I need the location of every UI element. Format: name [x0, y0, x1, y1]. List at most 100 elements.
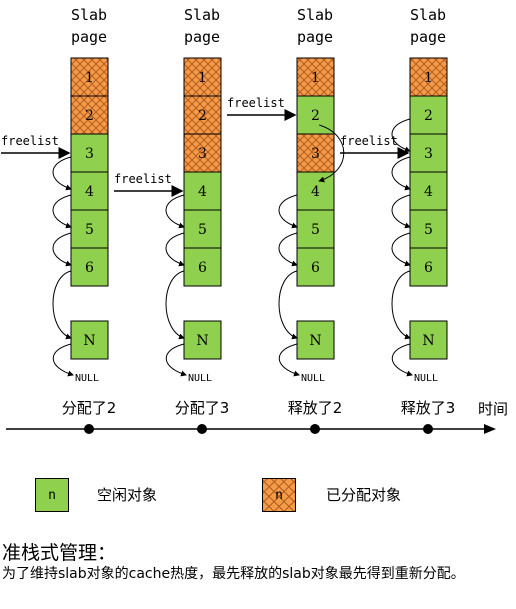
slab-cell-free [70, 247, 109, 287]
slab-cell-allocated [183, 133, 222, 173]
freelist-label: freelist [1, 134, 59, 148]
operation-label-4: 释放了3 [400, 399, 456, 417]
slab-cell-label: 6 [198, 260, 207, 276]
freelist-link [52, 194, 72, 229]
slab-title-line1: Slab [296, 6, 334, 24]
slab-diagram-svg: 123456NNULL123456NNULL123456NNULL123456N… [1, 57, 448, 384]
freelist-link [165, 194, 185, 229]
slab-cell-label: 2 [198, 108, 207, 124]
freelist-link [391, 343, 413, 377]
description: 为了维持slab对象的cache热度，最先释放的slab对象最先得到重新分配。 [2, 566, 465, 582]
freelist-link [52, 232, 72, 267]
timeline-point-2 [197, 424, 207, 434]
slab-cell-label: 1 [85, 70, 94, 86]
legend-free-label: 空闲对象 [97, 486, 158, 504]
freelist-link [52, 270, 72, 340]
null-label: NULL [301, 373, 325, 384]
timeline-arrow-icon [484, 424, 496, 434]
slab-cell-label: 2 [424, 108, 433, 124]
freelist-link [391, 232, 411, 267]
slab-title-line2: page [409, 28, 447, 46]
slab-cell-free [409, 209, 448, 249]
slab-cell-free [183, 209, 222, 249]
slab-title-line1: Slab [183, 6, 221, 24]
slab-cell-free [409, 320, 448, 360]
slab-cell-free [409, 171, 448, 211]
freelist-link [165, 232, 185, 267]
operation-label-2: 分配了3 [174, 399, 230, 417]
slab-title-line1: Slab [70, 6, 108, 24]
slab-cell-free [183, 247, 222, 287]
slab-cell-label: 3 [198, 146, 207, 162]
slab-cell-label: 2 [311, 108, 320, 124]
slab-cell-label: 5 [85, 222, 94, 238]
slab-cell-free [183, 320, 222, 360]
operation-label-3: 释放了2 [287, 399, 343, 417]
freelist-label: freelist [114, 172, 172, 186]
null-label: NULL [188, 373, 212, 384]
timeline-point-1 [84, 424, 94, 434]
slab-cell-label: 6 [85, 260, 94, 276]
slab-title-line2: page [183, 28, 221, 46]
slab-cell-label: 6 [424, 260, 433, 276]
slab-cell-label: 4 [311, 184, 320, 200]
slab-title-3: Slab page [285, 4, 345, 48]
timeline-point-4 [423, 424, 433, 434]
slab-cell-free [409, 133, 448, 173]
slab-cell-label: 4 [198, 184, 207, 200]
slab-title-line1: Slab [409, 6, 447, 24]
operation-label-1: 分配了2 [61, 399, 117, 417]
freelist-link [278, 232, 298, 267]
slab-cell-free [296, 95, 335, 135]
freelist-link [278, 270, 298, 340]
legend-free-swatch: n [35, 478, 69, 512]
slab-cell-free [296, 247, 335, 287]
slab-cell-label: N [309, 333, 321, 349]
slab-title-line2: page [296, 28, 334, 46]
freelist-link [278, 343, 300, 377]
slab-cell-label: 5 [198, 222, 207, 238]
slab-cell-label: 1 [311, 70, 320, 86]
slab-cell-allocated [296, 57, 335, 97]
slab-cell-allocated [183, 57, 222, 97]
slab-cell-allocated [296, 133, 335, 173]
freelist-link [391, 194, 411, 229]
freelist-link [52, 156, 72, 191]
legend-allocated-label: 已分配对象 [326, 486, 402, 504]
freelist-link [165, 343, 187, 377]
slab-cell-label: N [422, 333, 434, 349]
slab-title-1: Slab page [59, 4, 119, 48]
slab-title-4: Slab page [398, 4, 458, 48]
null-label: NULL [75, 373, 99, 384]
freelist-label: freelist [227, 96, 285, 110]
null-label: NULL [414, 373, 438, 384]
heading: 准栈式管理： [2, 542, 117, 564]
slab-cell-label: 4 [424, 184, 433, 200]
legend-allocated-swatch: n [262, 478, 296, 512]
timeline [6, 424, 496, 434]
slab-cell-label: 1 [424, 70, 433, 86]
slab-cell-free [70, 320, 109, 360]
slab-cell-label: 3 [311, 146, 320, 162]
freelist-link [165, 270, 185, 340]
freelist-link [52, 343, 74, 377]
freelist-link [391, 270, 411, 340]
slab-cell-label: 5 [311, 222, 320, 238]
slab-cell-free [409, 247, 448, 287]
slab-cell-free [296, 171, 335, 211]
slab-cell-free [183, 171, 222, 211]
slab-cell-label: 5 [424, 222, 433, 238]
slab-cell-label: 3 [424, 146, 433, 162]
slab-cell-label: 4 [85, 184, 94, 200]
slab-cell-label: N [83, 333, 95, 349]
slab-cell-label: 3 [85, 146, 94, 162]
slab-cell-label: 1 [198, 70, 207, 86]
slab-cell-label: 2 [85, 108, 94, 124]
timeline-point-3 [310, 424, 320, 434]
freelist-link [278, 194, 298, 229]
slab-title-line2: page [70, 28, 108, 46]
freelist-label: freelist [340, 134, 398, 148]
timeline-label: 时间 [478, 400, 509, 418]
slab-cell-free [296, 320, 335, 360]
